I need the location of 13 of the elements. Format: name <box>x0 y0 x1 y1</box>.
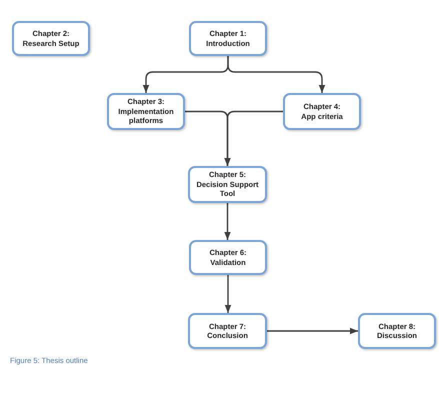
chapter-box <box>107 93 185 130</box>
arrow <box>224 203 231 240</box>
chapter-box <box>189 240 267 275</box>
arrow <box>267 328 358 334</box>
arrow <box>227 56 326 93</box>
chapter-box <box>189 21 267 56</box>
chapter-box <box>12 21 90 56</box>
chapter-box <box>188 313 267 349</box>
chapter-box <box>283 93 361 130</box>
arrow <box>224 275 232 313</box>
chapter-box <box>358 313 436 349</box>
arrow <box>224 110 283 166</box>
chapter-box <box>188 166 267 203</box>
